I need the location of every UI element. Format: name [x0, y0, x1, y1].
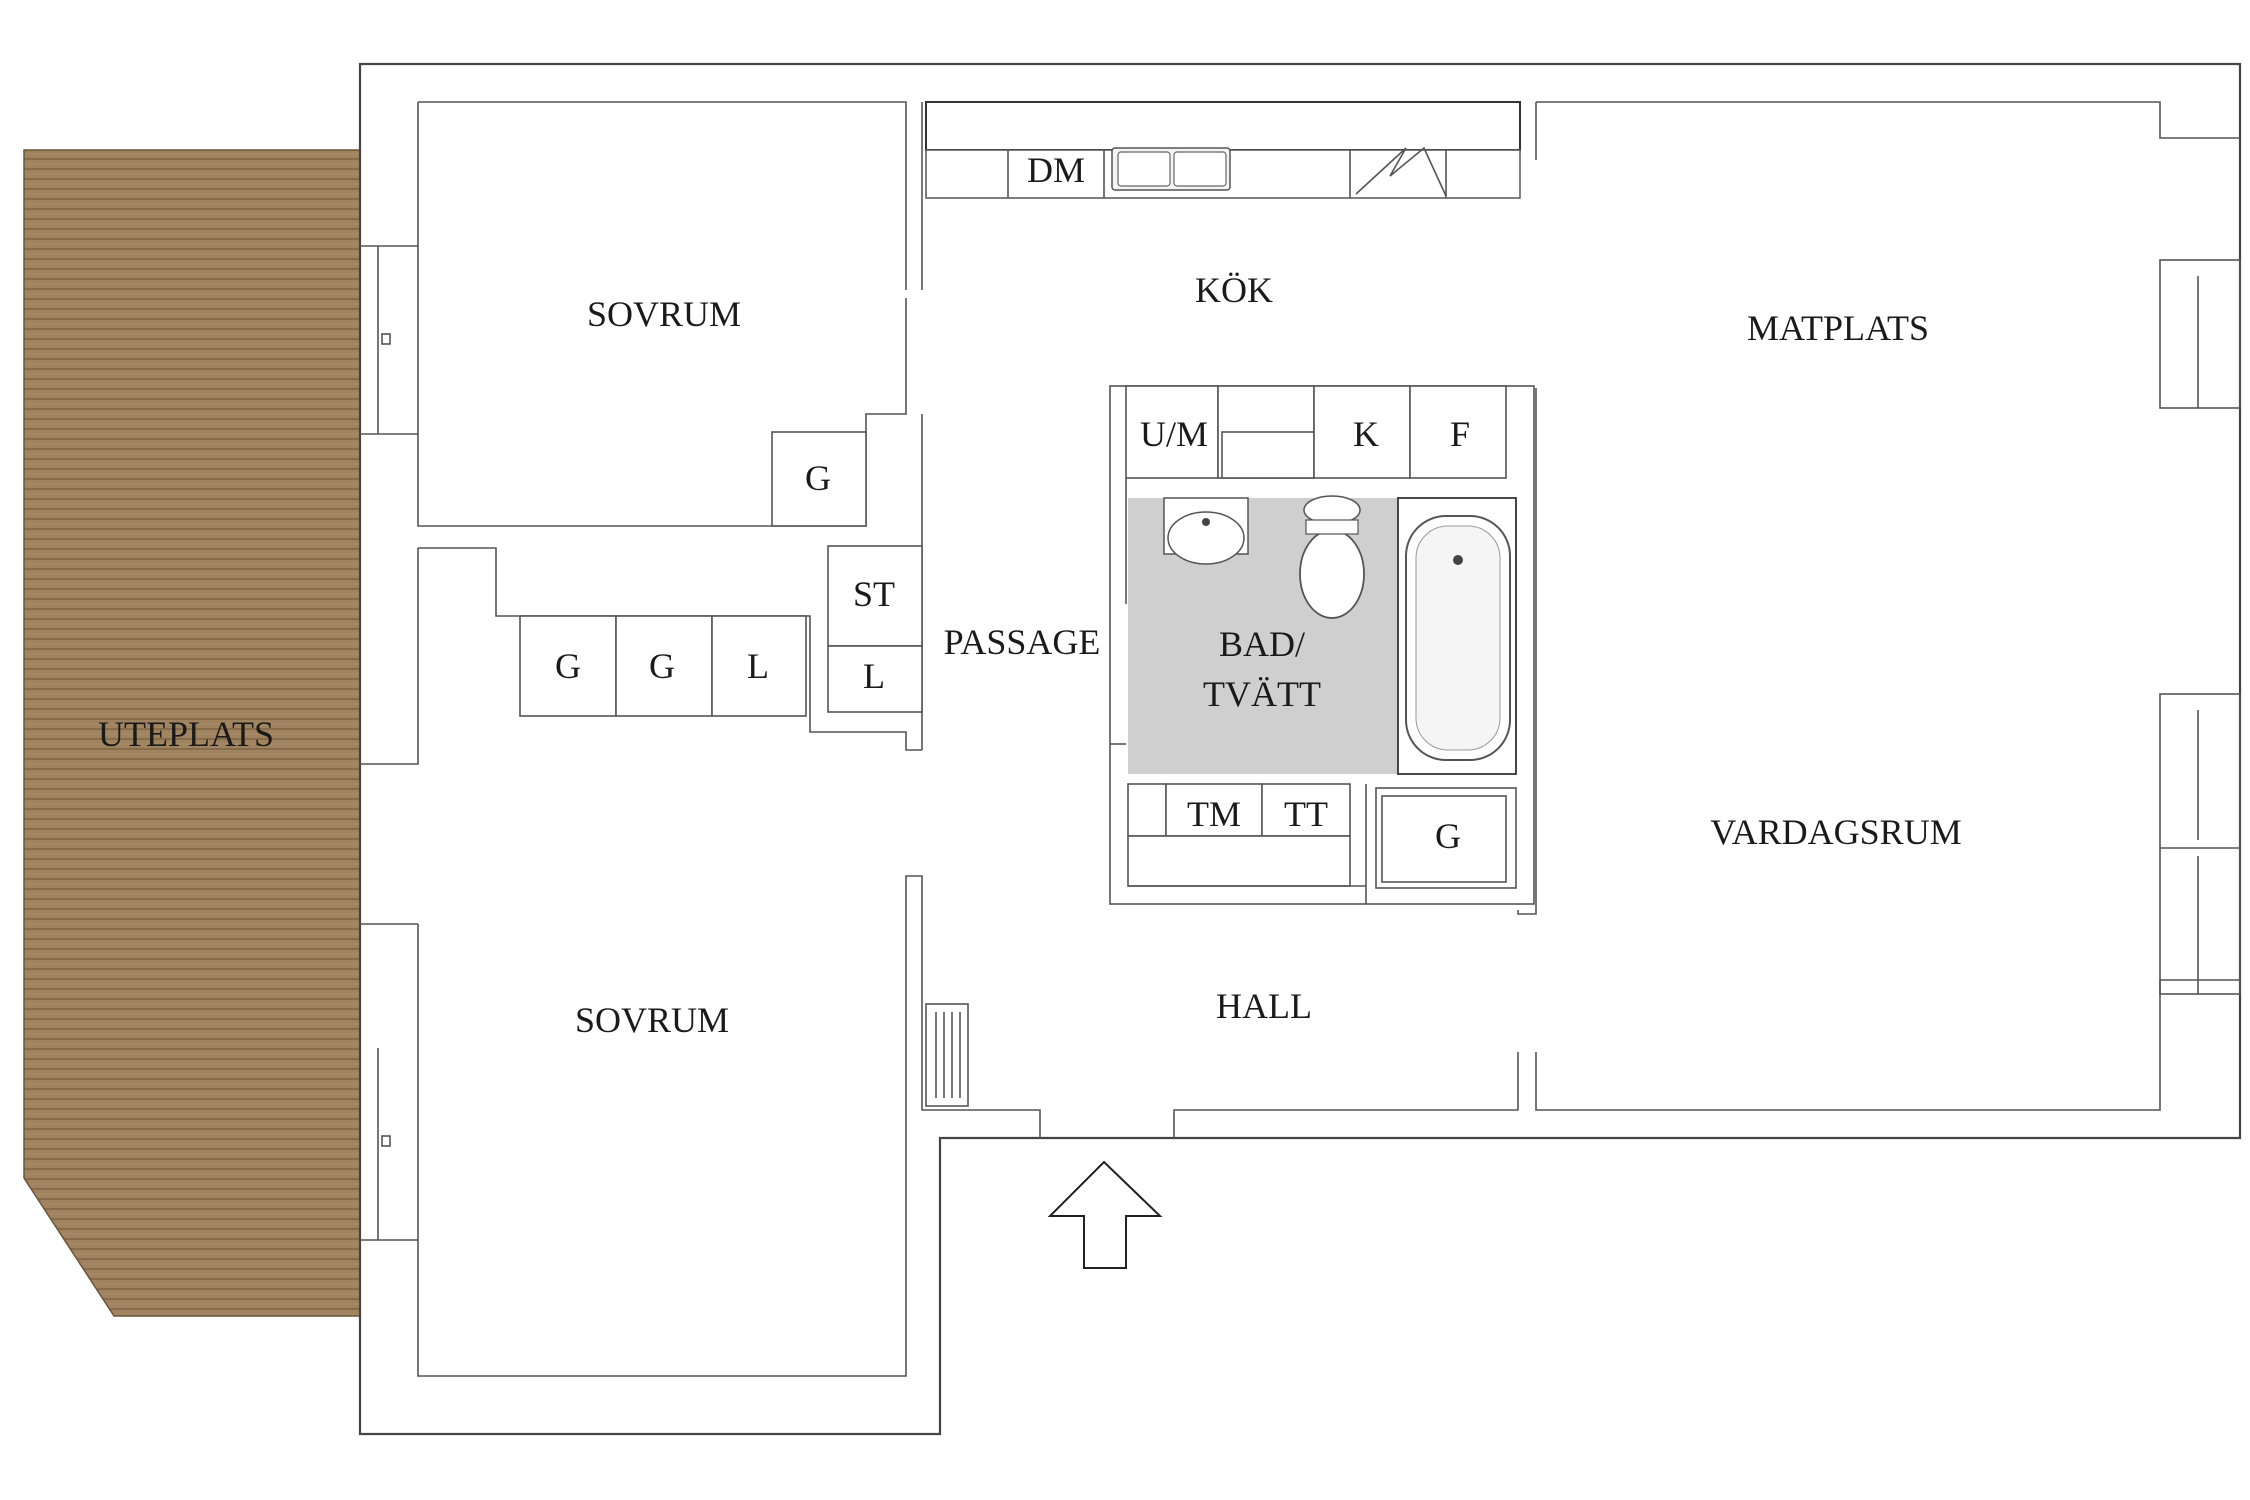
label-bad-line2: TVÄTT: [1203, 674, 1321, 714]
stove-symbol: [1355, 146, 1447, 197]
label-matplats: MATPLATS: [1747, 308, 1929, 348]
wardrobe-g-hall: [1375, 787, 1517, 889]
label-f: F: [1450, 414, 1470, 454]
laundry-machines: [1127, 783, 1367, 904]
label-passage: PASSAGE: [944, 622, 1101, 662]
label-k: K: [1353, 414, 1379, 454]
label-sovrum-top: SOVRUM: [587, 294, 741, 334]
label-tm: TM: [1187, 794, 1241, 834]
label-vardagsrum: VARDAGSRUM: [1710, 812, 1961, 852]
window-sovrum-top: [377, 246, 391, 434]
windows-right: [2159, 259, 2241, 995]
outer-walls: [358, 62, 2242, 1436]
label-kok: KÖK: [1195, 270, 1273, 310]
radiator-icon: [925, 1003, 969, 1107]
entrance-arrow-icon: [1047, 1160, 1163, 1269]
label-hall: HALL: [1216, 986, 1312, 1026]
label-g2: G: [649, 646, 675, 686]
uteplats-deck: [23, 149, 361, 1317]
label-g1: G: [555, 646, 581, 686]
label-l1: L: [747, 646, 769, 686]
label-um: U/M: [1140, 414, 1208, 454]
bathroom: [1128, 495, 1517, 775]
closet-row: [519, 545, 923, 717]
label-l2: L: [863, 656, 885, 696]
wardrobe-g-sovrum: [771, 431, 867, 527]
label-g-sovrum: G: [805, 458, 831, 498]
label-g-hall: G: [1435, 816, 1461, 856]
label-dm: DM: [1027, 150, 1085, 190]
label-bad-line1: BAD/: [1219, 624, 1305, 664]
window-sovrum-bottom: [377, 1048, 391, 1240]
toilet: [1299, 495, 1365, 619]
kitchen-counter: [925, 101, 1521, 199]
central-block: [1109, 385, 1535, 905]
label-st: ST: [853, 574, 895, 614]
bathroom-sink: [1163, 497, 1249, 565]
label-uteplats: UTEPLATS: [98, 714, 274, 754]
label-tt: TT: [1284, 794, 1328, 834]
label-sovrum-bottom: SOVRUM: [575, 1000, 729, 1040]
